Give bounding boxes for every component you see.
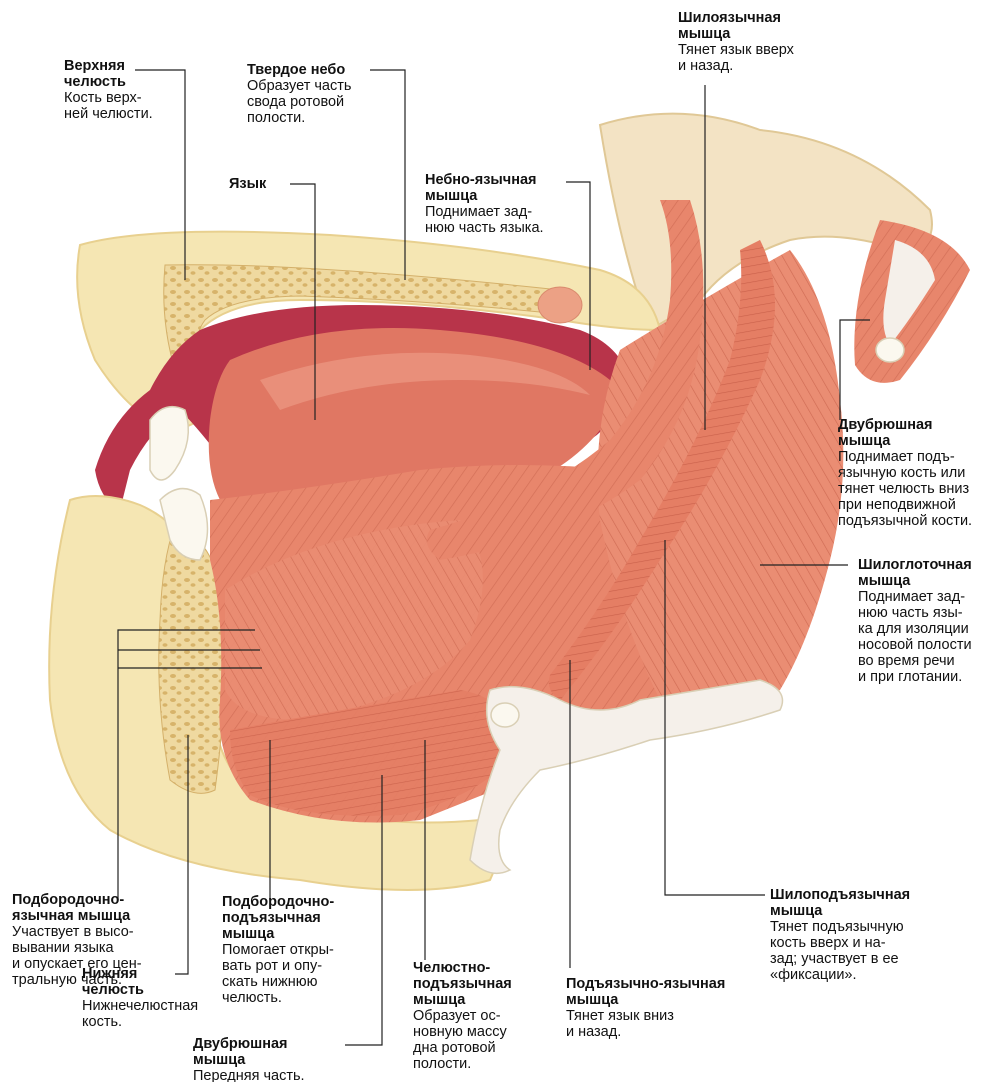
label-stylopharyngeus: Шилоглоточная мышца Поднимает зад- нюю ч… — [858, 557, 972, 685]
label-upper-jaw: Верхняя челюсть Кость верх- ней челюсти. — [64, 58, 153, 122]
geniohyoid-desc: Помогает откры- вать рот и опу- скать ни… — [222, 942, 334, 1006]
genioglossus-title: Подбородочно- язычная мышца — [12, 892, 142, 924]
label-stylohyoid: Шилоподъязычная мышца Тянет подъязычную … — [770, 887, 910, 983]
styloglossus-desc: Тянет язык вверх и назад. — [678, 42, 794, 74]
geniohyoid-title: Подбородочно- подъязычная мышца — [222, 894, 334, 942]
styloid-process-tip — [876, 338, 904, 362]
label-mylohyoid: Челюстно- подъязычная мышца Образует ос-… — [413, 960, 512, 1072]
digastric-posterior-title: Двубрюшная мышца — [838, 417, 972, 449]
tongue-title: Язык — [229, 176, 266, 192]
upper-tooth — [150, 407, 188, 480]
label-hyoglossus: Подъязычно-язычная мышца Тянет язык вниз… — [566, 976, 725, 1040]
hyoid-horn — [491, 703, 519, 727]
hyoglossus-title: Подъязычно-язычная мышца — [566, 976, 725, 1008]
hyoglossus-desc: Тянет язык вниз и назад. — [566, 1008, 725, 1040]
mylohyoid-title: Челюстно- подъязычная мышца — [413, 960, 512, 1008]
digastric-anterior-title: Двубрюшная мышца — [193, 1036, 305, 1068]
label-digastric-anterior: Двубрюшная мышца Передняя часть. — [193, 1036, 305, 1082]
digastric-anterior-desc: Передняя часть. — [193, 1068, 305, 1082]
palatoglossus-title: Небно-язычная мышца — [425, 172, 544, 204]
stylopharyngeus-title: Шилоглоточная мышца — [858, 557, 972, 589]
label-styloglossus: Шилоязычная мышца Тянет язык вверх и наз… — [678, 10, 794, 74]
digastric-posterior-desc: Поднимает подъ- язычную кость или тянет … — [838, 449, 972, 529]
label-digastric-posterior: Двубрюшная мышца Поднимает подъ- язычную… — [838, 417, 972, 529]
soft-palate-tissue — [538, 287, 582, 323]
hard-palate-title: Твердое небо — [247, 62, 351, 78]
lower-jaw-desc: Нижнечелюстная кость. — [82, 998, 198, 1030]
label-geniohyoid: Подбородочно- подъязычная мышца Помогает… — [222, 894, 334, 1006]
stylohyoid-title: Шилоподъязычная мышца — [770, 887, 910, 919]
stylopharyngeus-desc: Поднимает зад- нюю часть язы- ка для изо… — [858, 589, 972, 685]
stylohyoid-desc: Тянет подъязычную кость вверх и на- зад;… — [770, 919, 910, 983]
styloglossus-title: Шилоязычная мышца — [678, 10, 794, 42]
upper-jaw-desc: Кость верх- ней челюсти. — [64, 90, 153, 122]
label-lower-jaw: Нижняя челюсть Нижнечелюстная кость. — [82, 966, 198, 1030]
label-tongue: Язык — [229, 176, 266, 192]
mylohyoid-desc: Образует ос- новную массу дна ротовой по… — [413, 1008, 512, 1072]
lower-jaw-title: Нижняя челюсть — [82, 966, 198, 998]
palatoglossus-desc: Поднимает зад- нюю часть языка. — [425, 204, 544, 236]
upper-jaw-title: Верхняя челюсть — [64, 58, 153, 90]
label-palatoglossus: Небно-язычная мышца Поднимает зад- нюю ч… — [425, 172, 544, 236]
hard-palate-desc: Образует часть свода ротовой полости. — [247, 78, 351, 126]
label-hard-palate: Твердое небо Образует часть свода ротово… — [247, 62, 351, 126]
